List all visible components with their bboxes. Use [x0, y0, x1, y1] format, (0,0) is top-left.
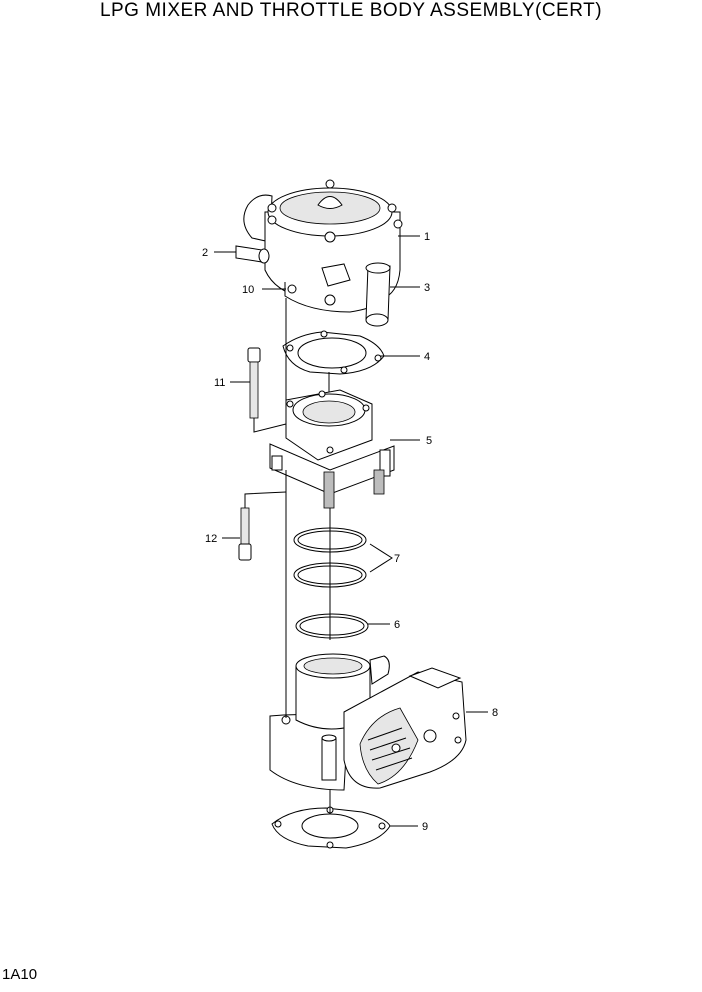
- callout-4: 4: [424, 351, 430, 363]
- callout-8: 8: [492, 707, 498, 719]
- callout-10: 10: [242, 284, 254, 296]
- throttle-gasket: [271, 806, 391, 849]
- page-code: 1A10: [2, 966, 38, 983]
- callouts: 1 2 3 4 5 6 7 8 9 10 11 12: [202, 231, 498, 833]
- callout-12: 12: [205, 533, 217, 545]
- long-bolt: [247, 347, 261, 419]
- lpg-mixer: [235, 179, 403, 327]
- mixer-gasket: [282, 330, 385, 375]
- callout-9: 9: [422, 821, 428, 833]
- callout-2: 2: [202, 247, 208, 259]
- callout-5: 5: [426, 435, 432, 447]
- callout-11: 11: [214, 377, 225, 389]
- page-title: LPG MIXER AND THROTTLE BODY ASSEMBLY(CER…: [99, 0, 603, 21]
- callout-1: 1: [424, 231, 430, 243]
- callout-6: 6: [394, 619, 400, 631]
- adapter-block: [269, 389, 395, 509]
- callout-3: 3: [424, 282, 430, 294]
- o-rings: [293, 527, 369, 639]
- callout-7: 7: [394, 553, 400, 565]
- short-bolt: [238, 507, 252, 561]
- throttle-body: [269, 653, 467, 791]
- assembly-lines: [244, 298, 331, 814]
